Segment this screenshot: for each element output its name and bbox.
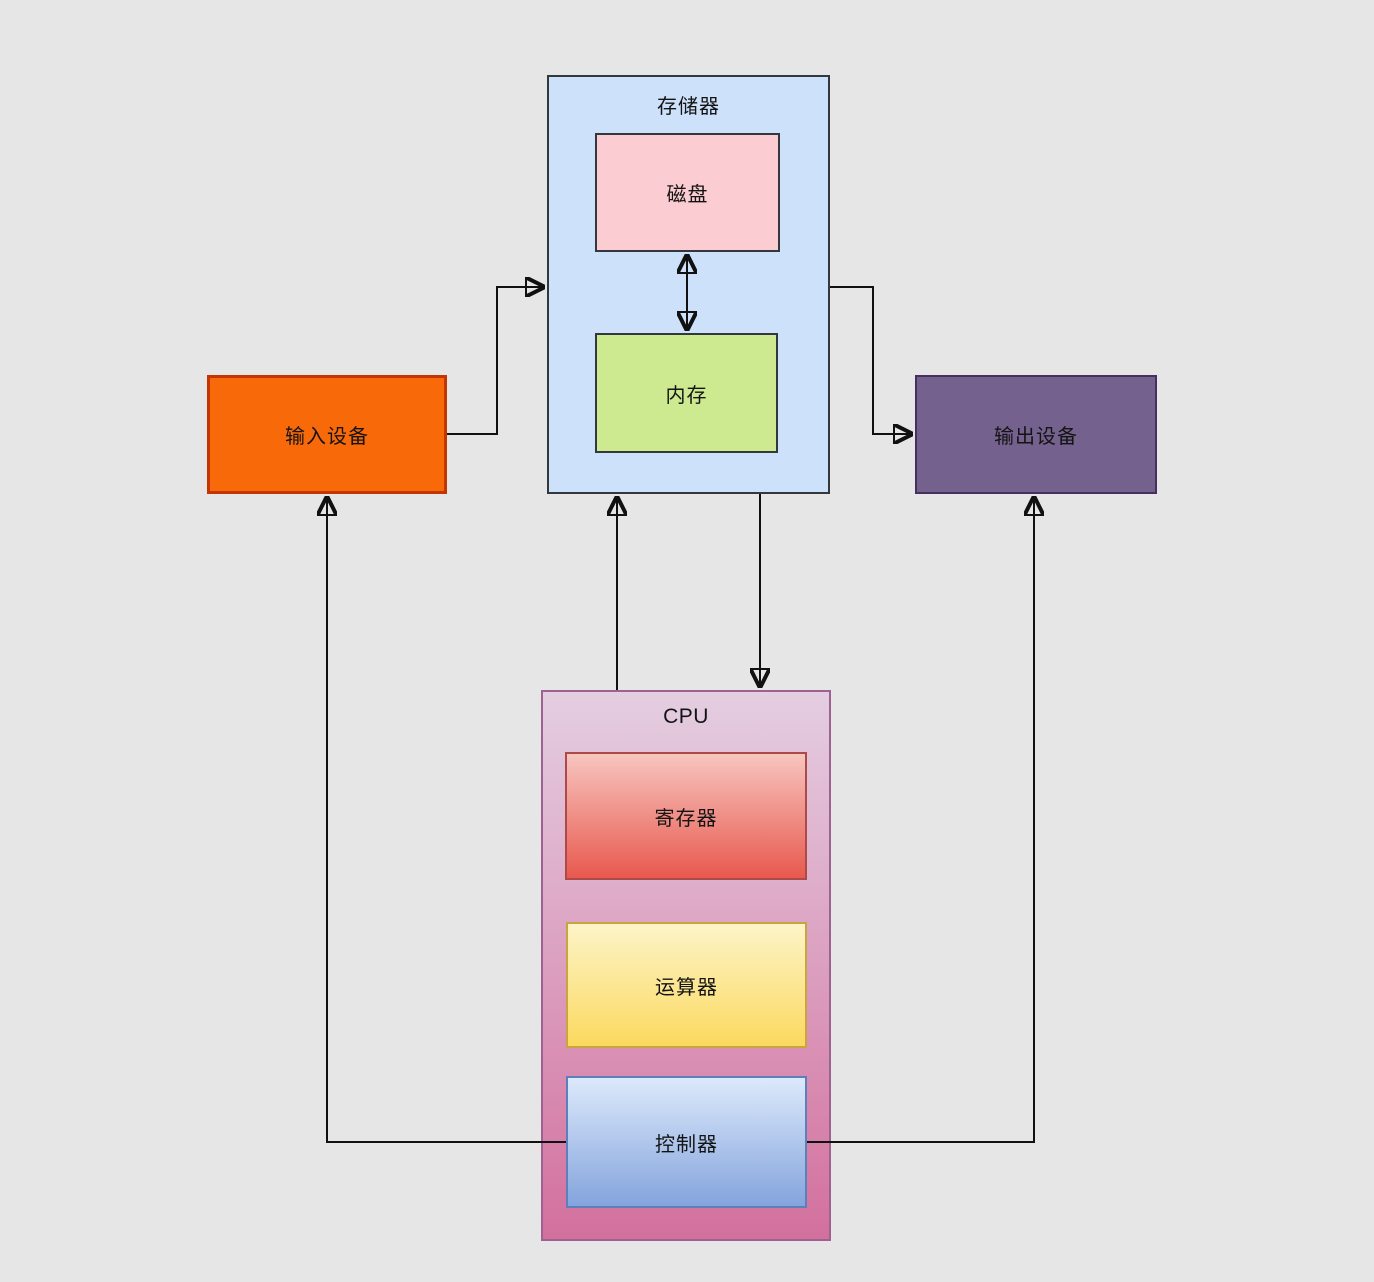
node-disk: 磁盘 xyxy=(595,133,780,252)
node-output-device-label: 输出设备 xyxy=(994,426,1078,448)
node-register-label: 寄存器 xyxy=(654,807,718,830)
node-memory: 内存 xyxy=(595,333,778,453)
edge-controller-to-output xyxy=(807,499,1034,1143)
node-storage-label: 存储器 xyxy=(657,96,720,118)
node-input-device-label: 输入设备 xyxy=(285,426,369,448)
edge-input-to-storage xyxy=(447,287,542,435)
node-controller-label: 控制器 xyxy=(655,1133,718,1156)
node-register: 寄存器 xyxy=(565,752,807,880)
node-input-device: 输入设备 xyxy=(207,375,447,494)
edge-controller-to-input xyxy=(327,499,566,1143)
edge-storage-to-output xyxy=(830,286,910,434)
node-alu: 运算器 xyxy=(566,922,807,1048)
node-disk-label: 磁盘 xyxy=(666,184,709,206)
node-controller: 控制器 xyxy=(566,1076,807,1208)
node-output-device: 输出设备 xyxy=(915,375,1157,494)
node-alu-label: 运算器 xyxy=(655,976,718,999)
node-cpu-label: CPU xyxy=(663,705,709,728)
node-memory-label: 内存 xyxy=(665,384,708,407)
